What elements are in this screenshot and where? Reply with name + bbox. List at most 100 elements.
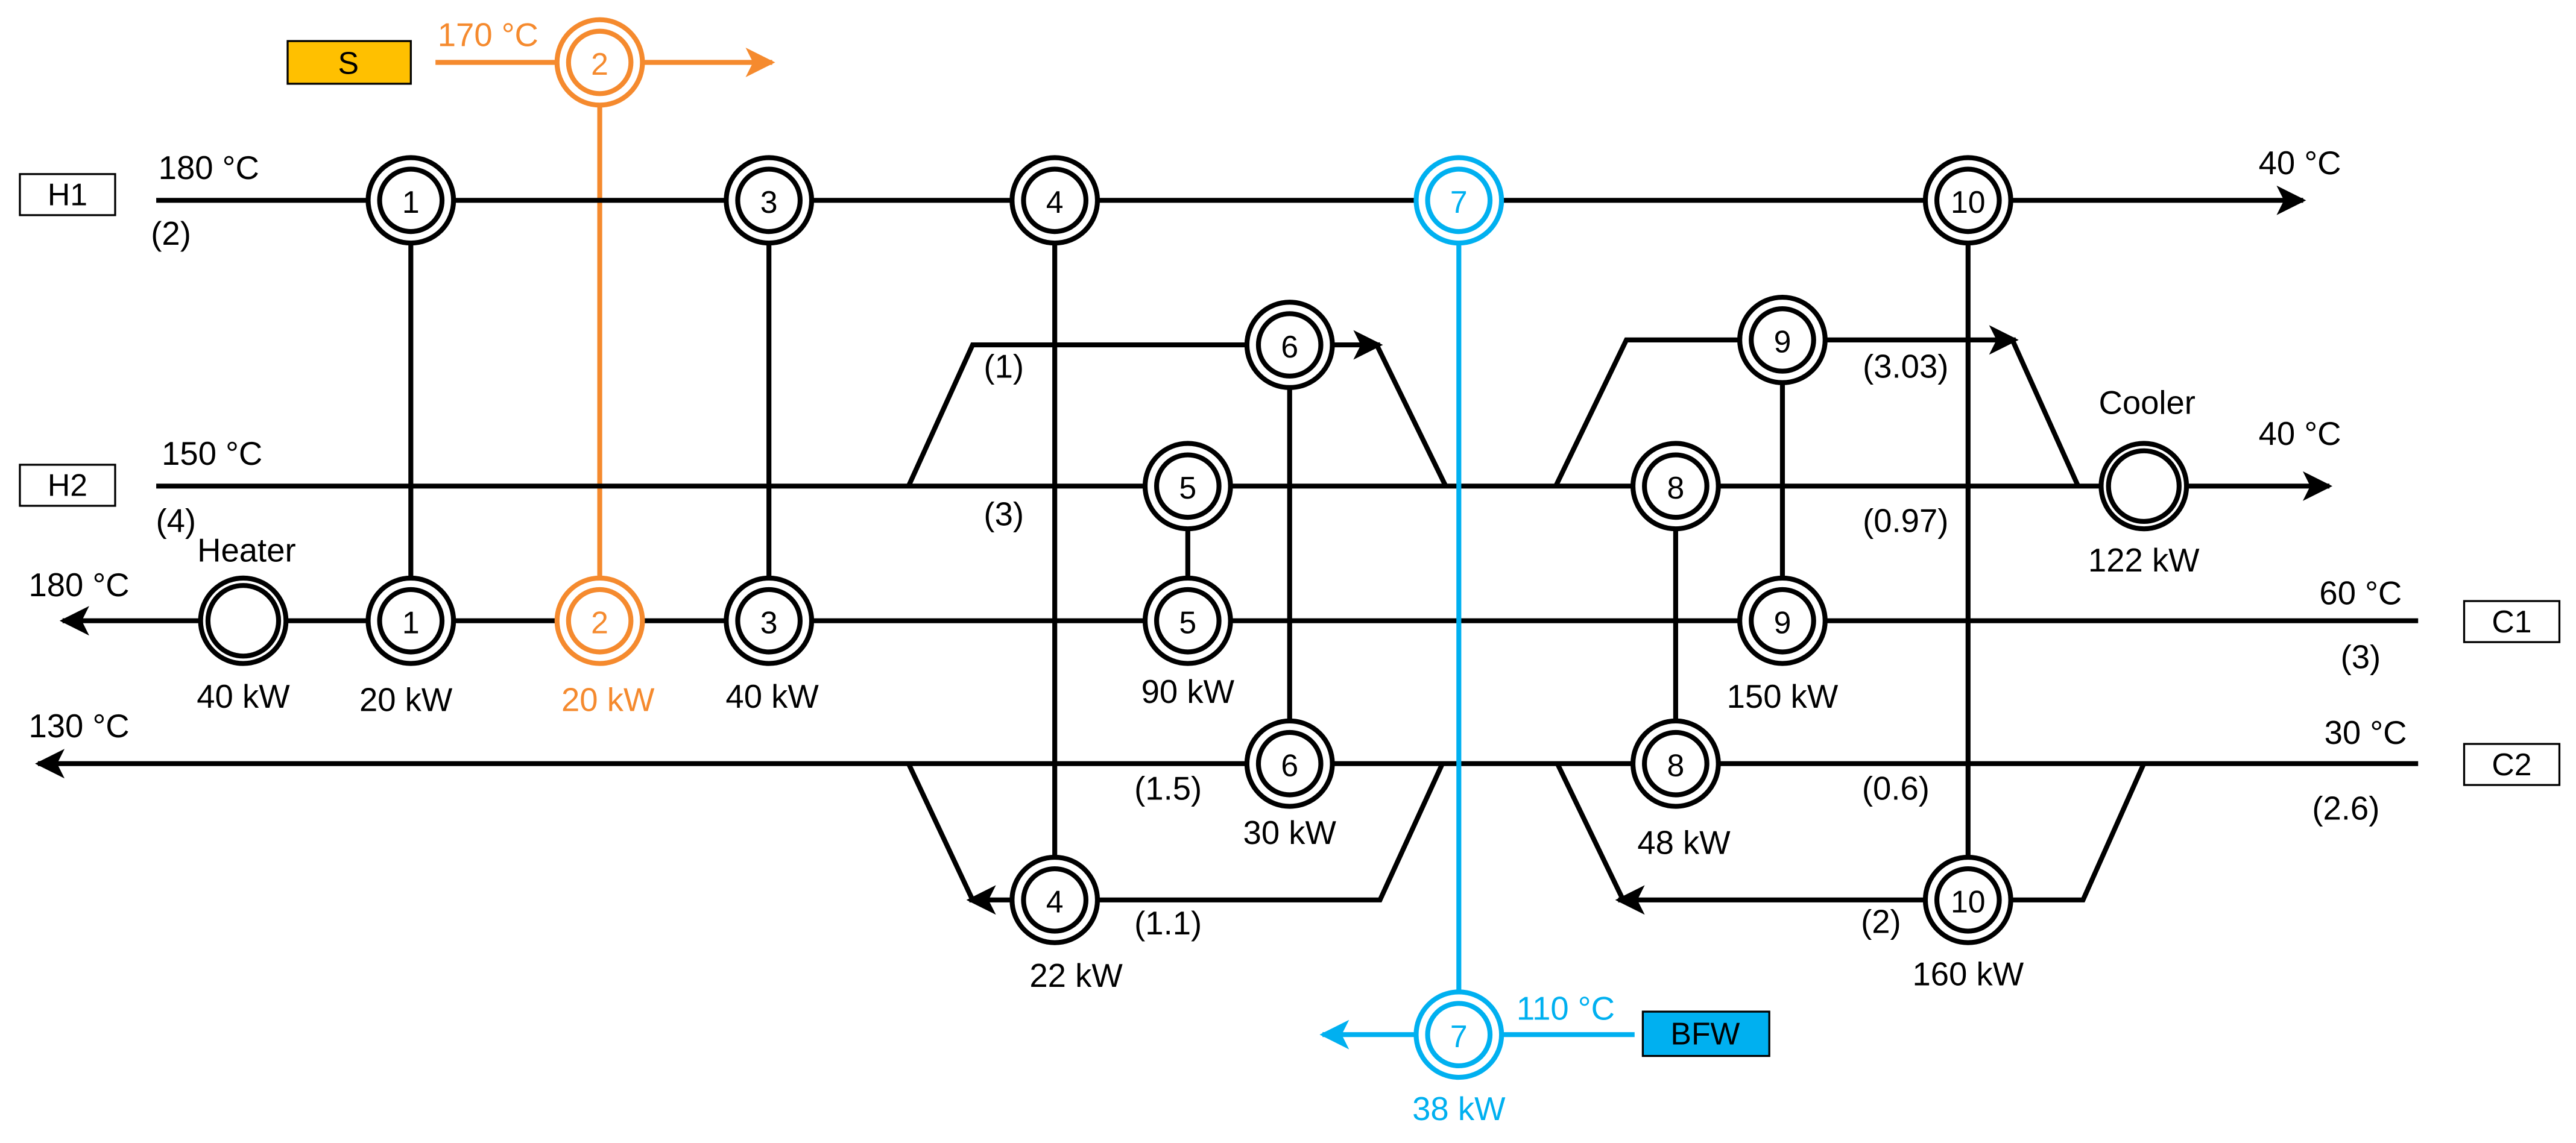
steam-temp-in: 170 °C [438, 16, 538, 53]
h2-split-b-lower-flow: (0.97) [1863, 503, 1948, 540]
cooler-duty: 122 kW [2088, 542, 2200, 579]
h2-split-a-merge [1374, 344, 1448, 488]
exchanger-9-hot: 9 [1737, 294, 1828, 385]
exchanger-1-duty: 20 kW [359, 682, 453, 719]
c2-split-b-main-flow: (0.6) [1862, 770, 1930, 807]
exchanger-3-hot: 3 [724, 155, 815, 246]
exchanger-ring-inner [735, 587, 803, 655]
c1-flow: (3) [2341, 639, 2381, 676]
stream-label-h2: H2 [48, 468, 87, 503]
stream-label-c2: C2 [2492, 747, 2531, 782]
exchanger-7-cold-number: 7 [1450, 1019, 1468, 1054]
exchanger-ring-inner [1021, 866, 1089, 934]
exchanger-ring-inner [566, 28, 634, 96]
exchanger-6-cold: 6 [1244, 718, 1335, 809]
h2-split-a-upper-flow: (1) [983, 348, 1024, 385]
h2-split-b-branch [1553, 325, 2019, 488]
exchanger-6-duty: 30 kW [1243, 814, 1337, 851]
h1-flow: (2) [151, 215, 191, 252]
exchanger-ring-inner [1425, 1001, 1493, 1069]
exchanger-1-hot-number: 1 [402, 184, 420, 219]
exchanger-ring-inner [1255, 311, 1324, 379]
exchangers: 1 1 2 2 3 3 [198, 17, 2189, 1080]
exchanger-3-cold-number: 3 [760, 605, 778, 640]
exchanger-ring-inner [1154, 452, 1222, 520]
exchanger-4-cold: 4 [1009, 854, 1100, 945]
exchanger-8-cold-number: 8 [1667, 748, 1685, 782]
exchanger-2-cold-number: 2 [591, 605, 608, 640]
heater-duty: 40 kW [197, 678, 290, 715]
exchanger-5-hot-number: 5 [1179, 470, 1196, 505]
exchanger-7-cold: 7 [1413, 989, 1504, 1080]
exchanger-ring-inner [1934, 166, 2002, 235]
stream-box-h2 [19, 464, 116, 507]
exchanger-1-hot: 1 [365, 155, 456, 246]
exchanger-10-cold-number: 10 [1951, 884, 1986, 919]
exchanger-3-hot-number: 3 [760, 184, 778, 219]
exchanger-5-hot: 5 [1142, 441, 1233, 532]
c1-temp-in: 60 °C [2319, 575, 2402, 611]
exchanger-9-cold-number: 9 [1774, 605, 1792, 640]
exchanger-ring-inner [1021, 166, 1089, 235]
exchanger-6-cold-number: 6 [1281, 748, 1298, 782]
h2-temp-in: 150 °C [162, 435, 262, 472]
exchanger-4-hot-number: 4 [1046, 184, 1064, 219]
exchanger-6-hot: 6 [1244, 300, 1335, 390]
exchanger-2-hot-number: 2 [591, 46, 608, 81]
c2-split-a-branch [966, 763, 1445, 915]
stream-lines [35, 47, 2419, 1050]
h2-split-b-merge [2010, 339, 2081, 488]
exchanger-ring-inner [377, 587, 445, 655]
h1-temp-out: 40 °C [2259, 145, 2341, 181]
stream-box-s [286, 40, 412, 85]
exchanger-10-duty: 160 kW [1912, 956, 2024, 992]
stream-box-bfw [1641, 1010, 1770, 1057]
exchanger-9-hot-number: 9 [1774, 324, 1792, 359]
exchanger-10-hot-number: 10 [1951, 184, 1986, 219]
exchanger-9-cold: 9 [1737, 575, 1828, 666]
c2-split-a-branch-flow: (1.1) [1134, 905, 1202, 942]
h2-split-b-upper-flow: (3.03) [1863, 348, 1948, 385]
stream-label-c1: C1 [2492, 604, 2531, 639]
exchanger-8-cold: 8 [1630, 718, 1721, 809]
exchanger-7-hot: 7 [1413, 155, 1504, 246]
exchanger-3-duty: 40 kW [725, 678, 819, 715]
heater-label: Heater [197, 532, 296, 569]
c2-flow: (2.6) [2312, 790, 2379, 827]
exchanger-2-duty: 20 kW [561, 682, 655, 719]
exchanger-4-hot: 4 [1009, 155, 1100, 246]
c2-split-a-main-flow: (1.5) [1134, 770, 1202, 807]
stream-boxes: S H1 H2 C1 C2 BFW [19, 40, 2561, 1057]
cooler [2098, 441, 2189, 532]
exchanger-1-cold-number: 1 [402, 605, 420, 640]
stream-box-h1 [19, 173, 116, 216]
exchanger-5-cold-number: 5 [1179, 605, 1196, 640]
heater [198, 575, 289, 666]
exchanger-ring-inner [1255, 729, 1324, 798]
exchanger-ring-inner [1749, 587, 1816, 655]
c2-split-a-merge [906, 762, 975, 901]
h2-flow: (4) [156, 503, 196, 540]
c2-split-b-merge [1555, 762, 1626, 901]
stream-box-c2 [2463, 743, 2561, 786]
exchanger-3-cold: 3 [724, 575, 815, 666]
c1-temp-out: 180 °C [28, 567, 129, 603]
bfw-temp-in: 110 °C [1517, 990, 1615, 1027]
exchanger-ring-inner [735, 166, 803, 235]
exchanger-8-hot-number: 8 [1667, 470, 1685, 505]
exchanger-ring-inner [1934, 866, 2002, 934]
exchanger-2-cold: 2 [554, 575, 645, 666]
exchanger-ring-inner [1749, 306, 1816, 374]
h1-temp-in: 180 °C [159, 150, 259, 186]
exchanger-ring-inner [1425, 166, 1493, 235]
stream-box-c1 [2463, 600, 2561, 643]
cooler-label: Cooler [2098, 384, 2195, 421]
c2-temp-out: 130 °C [28, 708, 129, 745]
exchanger-ring-inner [566, 587, 634, 655]
exchanger-9-duty: 150 kW [1727, 678, 1839, 715]
exchanger-7-hot-number: 7 [1450, 184, 1468, 219]
exchanger-2-hot: 2 [554, 17, 645, 108]
exchanger-6-hot-number: 6 [1281, 329, 1298, 364]
exchanger-5-duty: 90 kW [1141, 673, 1235, 710]
